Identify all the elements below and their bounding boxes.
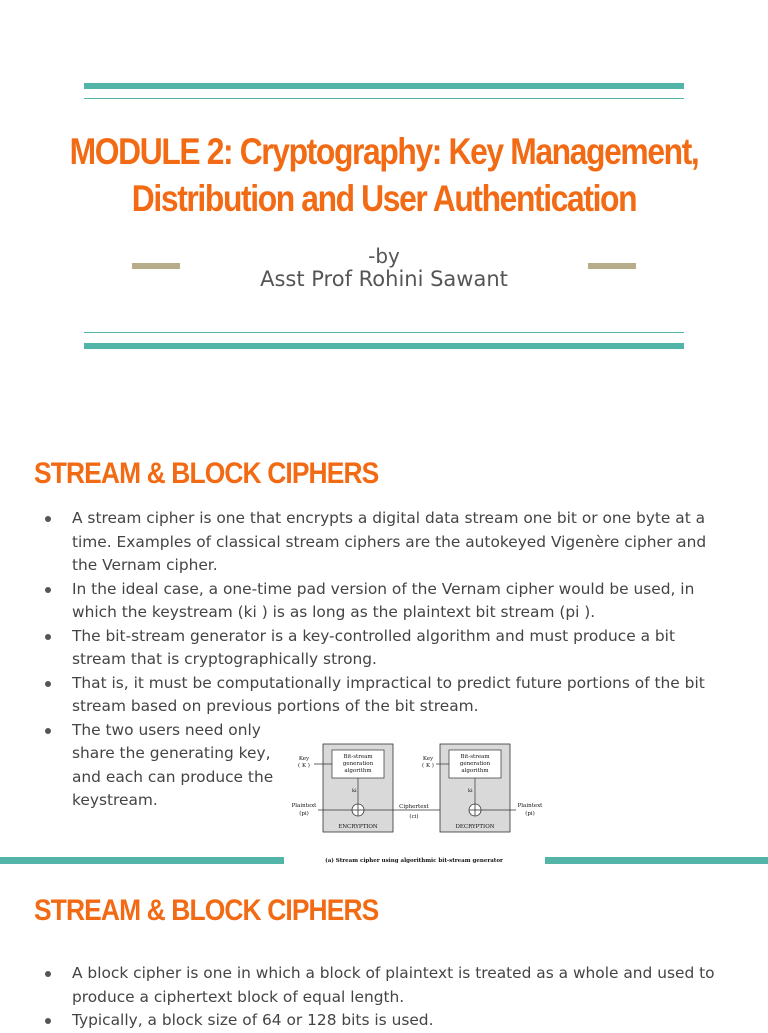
decryption-label: DECRYPTION [455,824,494,830]
generator-line-2-dec: generation [460,761,491,767]
encryption-label: ENCRYPTION [338,824,378,830]
bullet-list: A stream cipher is one that encrypts a d… [40,507,730,813]
right-gold-dash [588,263,636,269]
section-heading: STREAM & BLOCK CIPHERS [34,894,379,927]
module-title: MODULE 2: Cryptography: Key Management, … [54,128,714,222]
key-label-left: Key [299,756,310,762]
left-gold-dash [132,263,180,269]
list-item: The two users need only share the genera… [40,719,287,813]
author-name: Asst Prof Rohini Sawant [260,267,508,291]
key-symbol-left: ( K ) [298,762,310,769]
generator-line-1: Bit-stream [343,754,373,760]
bullet-list: A block cipher is one in which a block o… [40,962,730,1033]
top-thin-rule [84,98,684,99]
section-heading: STREAM & BLOCK CIPHERS [34,457,379,490]
plaintext-symbol-left: (pi) [299,810,309,817]
title-line-2: Distribution and User Authentication [131,178,638,219]
top-thick-rule [84,83,684,89]
list-item: A stream cipher is one that encrypts a d… [40,507,730,578]
list-item: The bit-stream generator is a key-contro… [40,625,730,672]
generator-line-3-dec: algorithm [461,768,489,774]
plaintext-label-right: Plaintext [518,803,544,809]
generator-line-3: algorithm [344,768,372,774]
stream-cipher-diagram: Bit-stream generation algorithm ki ENCRY… [292,743,544,864]
encryption-generator-box [331,749,385,779]
left-teal-bar [0,857,284,864]
list-item: A block cipher is one in which a block o… [40,962,730,1009]
ciphertext-symbol: (ci) [409,813,418,820]
key-symbol-right: ( K ) [422,762,434,769]
by-label: -by [368,244,400,268]
plaintext-label-left: Plaintext [292,803,318,809]
key-label-right: Key [423,756,434,762]
list-item: In the ideal case, a one-time pad versio… [40,578,730,625]
generator-line-2: generation [343,761,374,767]
diagram-caption: (a) Stream cipher using algorithmic bit-… [325,857,503,864]
title-line-1: MODULE 2: Cryptography: Key Management, [69,131,700,172]
list-item: Typically, a block size of 64 or 128 bit… [40,1009,730,1033]
right-teal-bar [545,857,768,864]
list-item: That is, it must be computationally impr… [40,672,730,719]
bottom-thick-rule [84,343,684,349]
ki-label-dec: ki [468,788,473,794]
bottom-thin-rule [84,332,684,333]
generator-line-1-dec: Bit-stream [460,754,490,760]
plaintext-symbol-right: (pi) [525,810,535,817]
ki-label: ki [352,788,357,794]
ciphertext-label: Ciphertext [399,804,429,810]
